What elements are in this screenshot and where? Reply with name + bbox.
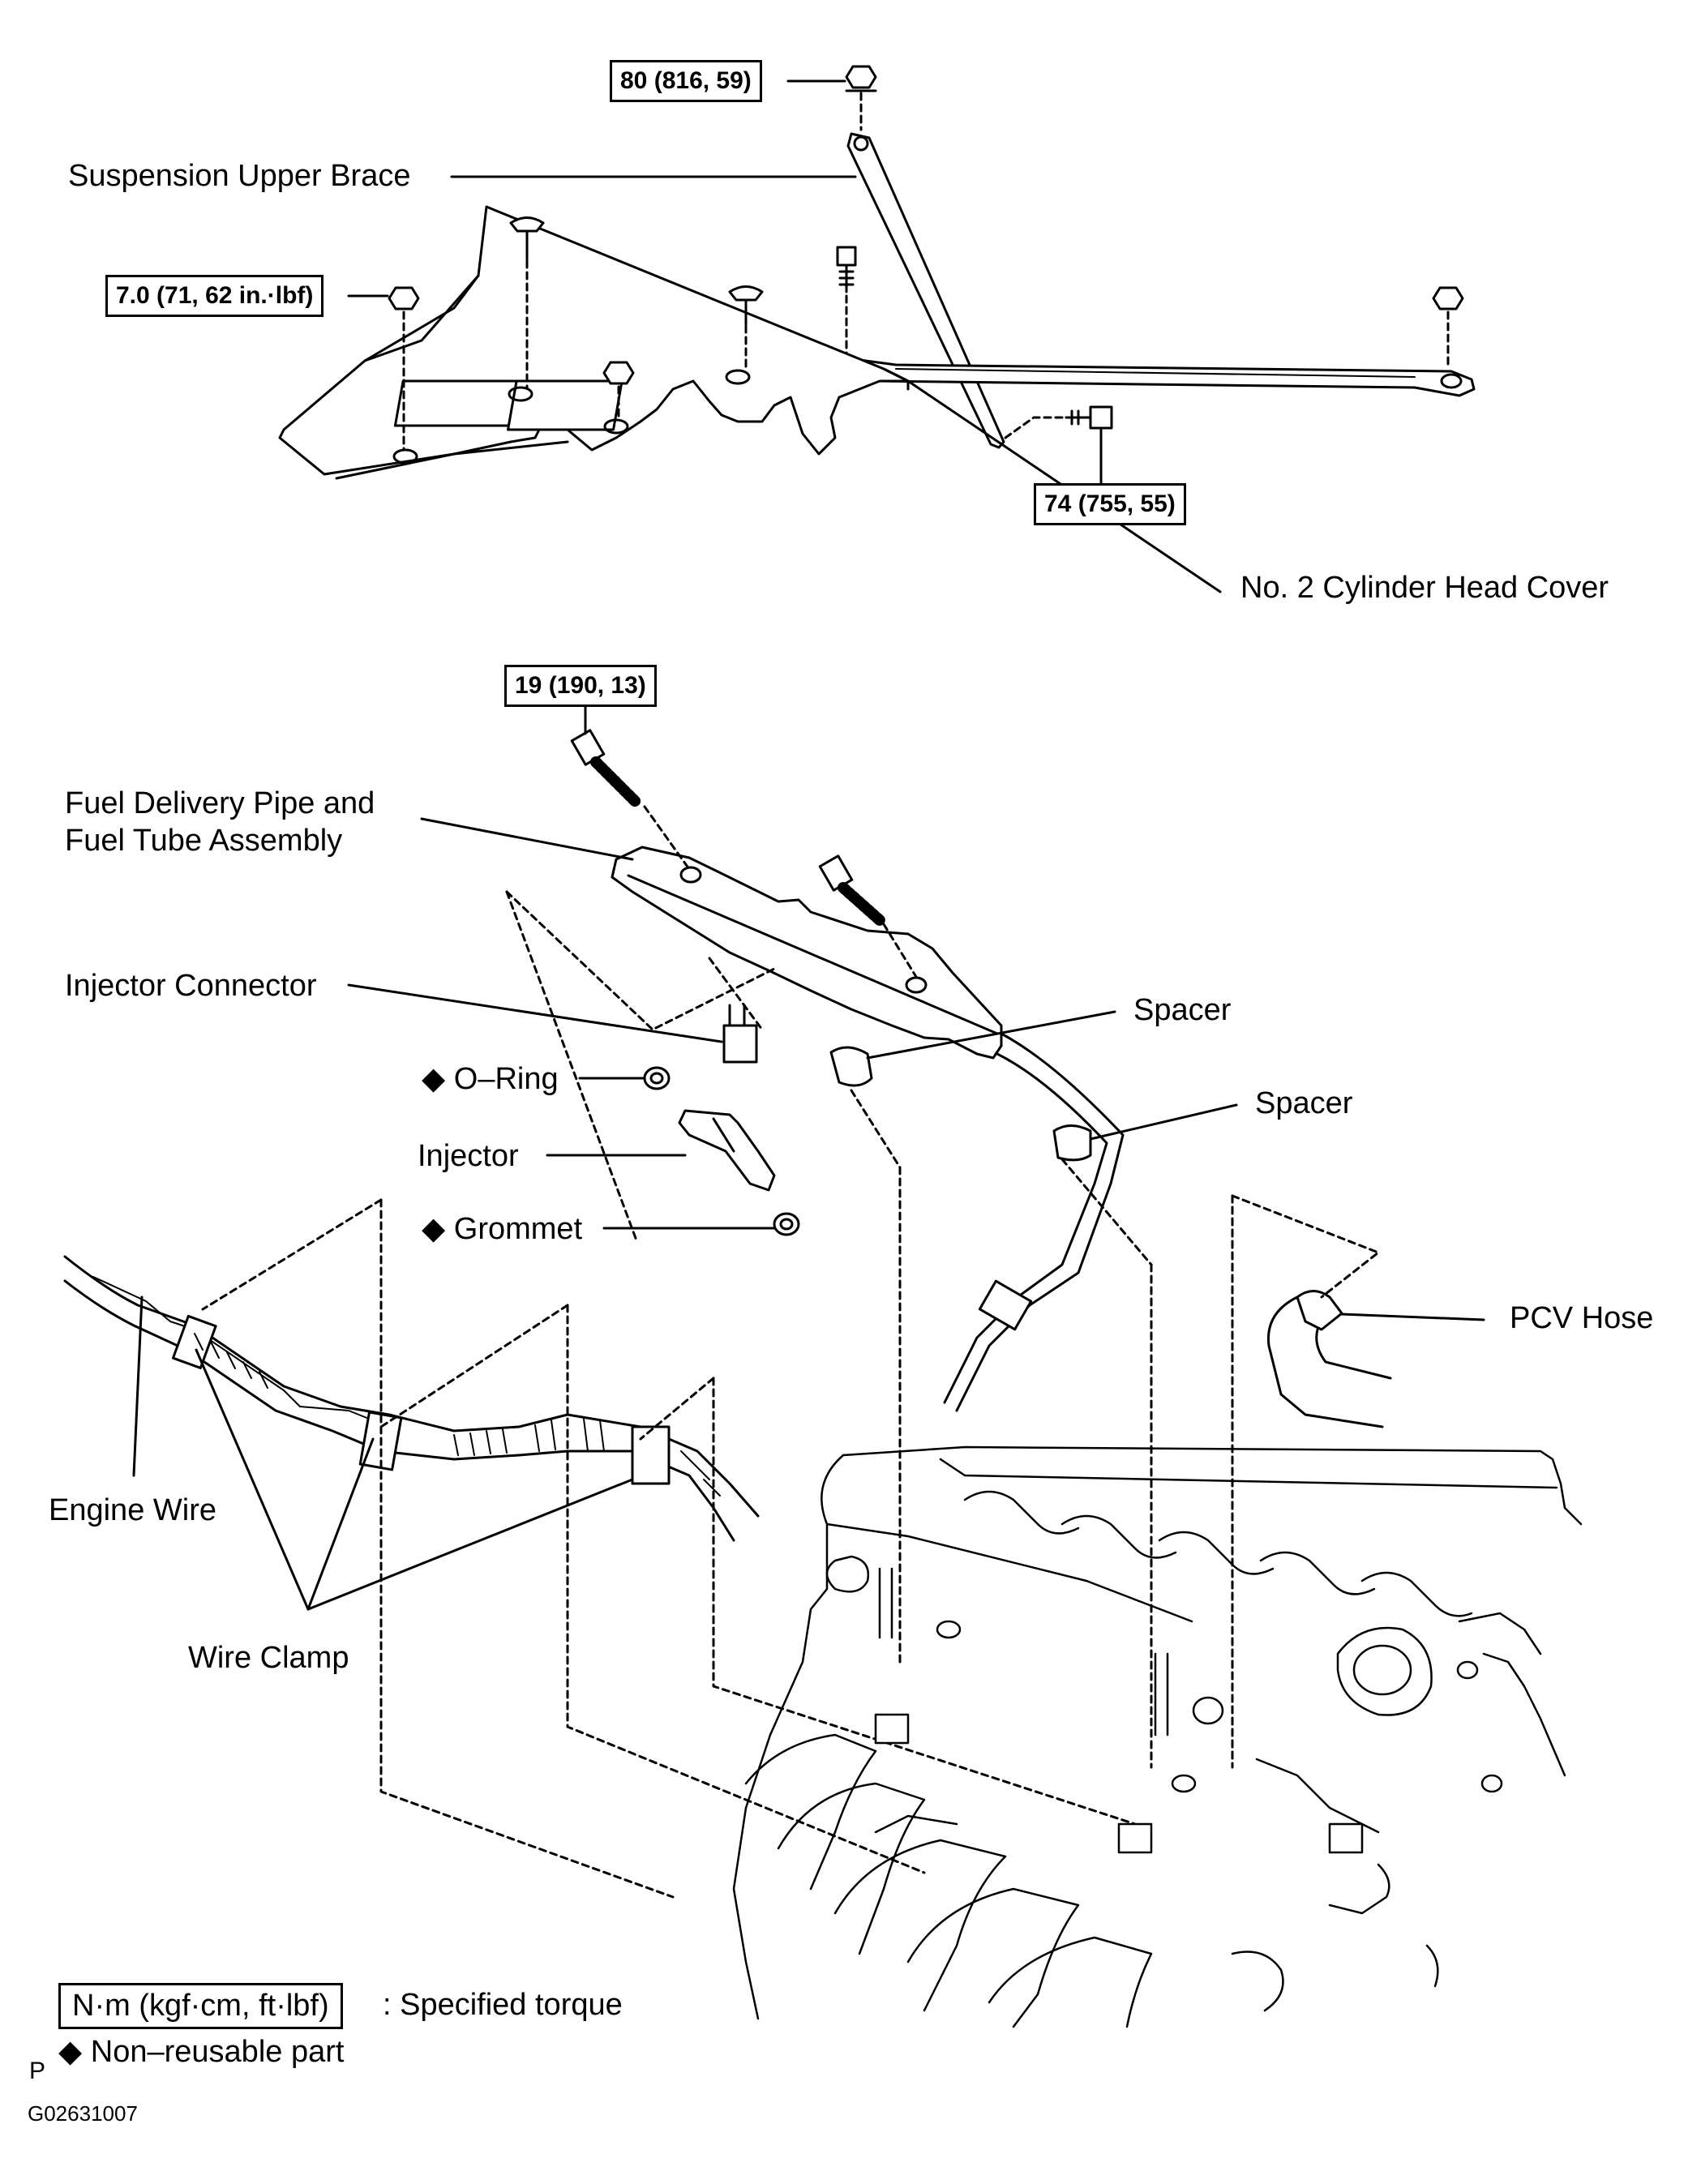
torque-spec-brace-bolt: 74 (755, 55) <box>1034 483 1186 525</box>
label-injector: Injector <box>418 1139 519 1173</box>
legend-torque-unit-box: N·m (kgf·cm, ft·lbf) <box>58 1983 343 2029</box>
label-fuel-delivery-pipe-line2: Fuel Tube Assembly <box>65 824 343 858</box>
label-grommet: ◆ Grommet <box>422 1212 583 1246</box>
cylinder-head-cover-drawing <box>278 205 910 480</box>
label-engine-wire: Engine Wire <box>49 1493 216 1527</box>
label-fuel-delivery-pipe-line1: Fuel Delivery Pipe and <box>65 786 375 820</box>
legend-corner-mark: P <box>29 2058 46 2084</box>
label-wire-clamp: Wire Clamp <box>188 1641 349 1675</box>
label-o-ring: ◆ O–Ring <box>422 1062 559 1096</box>
label-pcv-hose: PCV Hose <box>1510 1301 1654 1335</box>
engine-wire-harness-drawing <box>63 1198 1137 1899</box>
label-suspension-upper-brace: Suspension Upper Brace <box>68 159 411 193</box>
figure-id: G02631007 <box>28 2101 138 2126</box>
label-injector-connector: Injector Connector <box>65 969 317 1003</box>
engine-block-drawing <box>732 1445 1583 2028</box>
torque-spec-brace-nut: 80 (816, 59) <box>610 60 762 102</box>
injector-drawing <box>643 1004 800 1236</box>
cover-fasteners <box>388 216 764 452</box>
brace-nut-top <box>845 65 877 131</box>
middle-leader-lines <box>347 687 1485 1321</box>
fuel-delivery-pipe-drawing <box>505 729 1153 1769</box>
label-spacer-lower: Spacer <box>1255 1086 1353 1120</box>
brace-bolt-left <box>836 246 857 358</box>
brace-nut-right <box>1432 286 1464 370</box>
brace-bolt-lower <box>1004 405 1113 480</box>
torque-spec-pipe-bolt: 19 (190, 13) <box>504 665 657 707</box>
harness-leader-lines <box>132 1295 634 1611</box>
torque-spec-cover-nut: 7.0 (71, 62 in.·lbf) <box>105 275 324 317</box>
label-spacer-upper: Spacer <box>1133 993 1232 1027</box>
legend-non-reusable: ◆ Non–reusable part <box>58 2035 345 2069</box>
legend-torque-description: : Specified torque <box>383 1988 623 2022</box>
suspension-upper-brace-drawing <box>829 132 1476 449</box>
label-cylinder-head-cover: No. 2 Cylinder Head Cover <box>1240 571 1609 605</box>
